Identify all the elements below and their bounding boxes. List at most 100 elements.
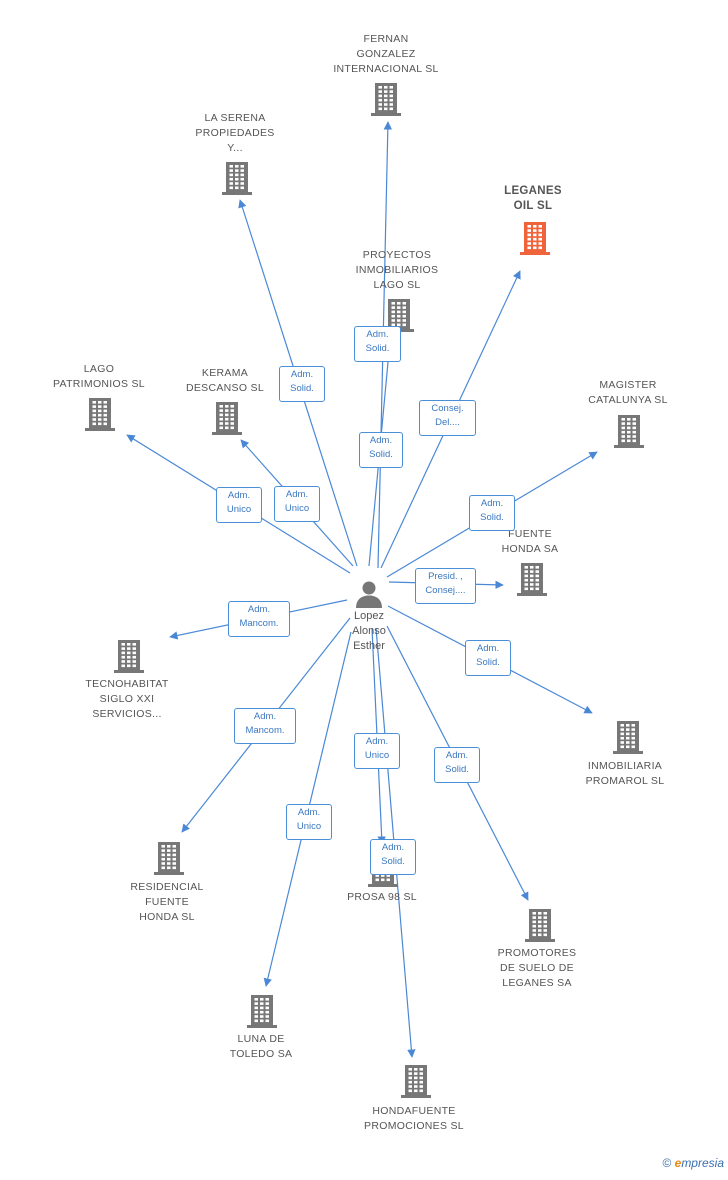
company-node-label-kerama[interactable]: KERAMA DESCANSO SL bbox=[160, 366, 290, 396]
company-node-icon-leganes[interactable] bbox=[519, 221, 551, 255]
company-node-icon-residencial[interactable] bbox=[153, 841, 185, 875]
edge-label-tecnohabitat[interactable]: Adm.Mancom. bbox=[228, 601, 290, 637]
edge-label-line: Solid. bbox=[445, 764, 469, 775]
building-icon bbox=[613, 721, 643, 754]
company-name-line: PROPIEDADES bbox=[195, 127, 275, 139]
building-icon bbox=[222, 162, 252, 195]
edge-label-laserena[interactable]: Adm.Solid. bbox=[279, 366, 325, 402]
building-icon bbox=[614, 415, 644, 448]
edge-label-hondafuente[interactable]: Adm.Solid. bbox=[370, 839, 416, 875]
company-name-line: INMOBILIARIA bbox=[587, 760, 663, 772]
edge-label-line: Unico bbox=[296, 821, 322, 832]
company-node-icon-hondafuente[interactable] bbox=[400, 1064, 432, 1098]
center-person-name-line: Alonso bbox=[352, 625, 386, 637]
company-node-icon-magister[interactable] bbox=[613, 414, 645, 448]
edge-label-line: Unico bbox=[226, 504, 252, 515]
edge-label-line: Solid. bbox=[381, 856, 405, 867]
company-node-icon-promarol[interactable] bbox=[612, 720, 644, 754]
edge-label-line: Adm. bbox=[247, 604, 271, 615]
company-name-line: GONZALEZ bbox=[356, 48, 416, 60]
building-icon bbox=[247, 995, 277, 1028]
edge-label-line: Adm. bbox=[476, 643, 500, 654]
company-node-label-prosa[interactable]: PROSA 98 SL bbox=[317, 890, 447, 905]
edge-label-proyectos[interactable]: Adm.Solid. bbox=[354, 326, 401, 362]
company-node-icon-promotores[interactable] bbox=[524, 908, 556, 942]
edge-label-line: Adm. bbox=[297, 807, 321, 818]
edge-label-kerama[interactable]: Adm.Unico bbox=[274, 486, 320, 522]
building-icon bbox=[85, 398, 115, 431]
empresia-brand[interactable]: © empresia bbox=[662, 1156, 724, 1170]
edge-label-residencial[interactable]: Adm. Mancom. bbox=[234, 708, 296, 744]
edge-label-line: Solid. bbox=[480, 512, 504, 523]
edge-label-line: Mancom. bbox=[245, 725, 285, 736]
building-icon bbox=[212, 402, 242, 435]
company-node-icon-fuentehonda[interactable] bbox=[516, 562, 548, 596]
building-icon bbox=[114, 640, 144, 673]
center-person-label: Lopez Alonso Esther bbox=[329, 609, 409, 654]
company-name-line: PROSA 98 SL bbox=[347, 891, 417, 903]
company-name-line: HONDA SL bbox=[139, 911, 195, 923]
company-node-icon-kerama[interactable] bbox=[211, 401, 243, 435]
edge-label-line: Adm. bbox=[480, 498, 504, 509]
edge-label-line: Del.... bbox=[435, 417, 460, 428]
building-icon bbox=[517, 563, 547, 596]
company-name-line: CATALUNYA SL bbox=[588, 394, 668, 406]
company-node-icon-luna[interactable] bbox=[246, 994, 278, 1028]
edge-label-lago[interactable]: Adm.Unico bbox=[216, 487, 262, 523]
edge-label-line: Adm. bbox=[366, 329, 389, 340]
company-node-icon-tecnohabitat[interactable] bbox=[113, 639, 145, 673]
edge-label-line: Solid. bbox=[290, 383, 314, 394]
center-person-node[interactable]: Lopez Alonso Esther bbox=[329, 579, 409, 654]
edge-label-leganes[interactable]: Consej.Del.... bbox=[419, 400, 476, 436]
company-name-line: DESCANSO SL bbox=[186, 382, 264, 394]
edge-label-luna[interactable]: Adm. Unico bbox=[286, 804, 332, 840]
company-name: KERAMA DESCANSO SL bbox=[160, 366, 290, 396]
company-name-line: SERVICIOS... bbox=[92, 708, 162, 720]
company-name-line: LAGO SL bbox=[373, 279, 421, 291]
edge-label-line: Presid. , bbox=[428, 571, 463, 582]
edge-label-magister[interactable]: Adm. Solid. bbox=[469, 495, 515, 531]
company-node-icon-fernan[interactable] bbox=[370, 82, 402, 116]
company-name-line: PROMOCIONES SL bbox=[364, 1120, 464, 1132]
edge-label-line: Adm. bbox=[253, 711, 277, 722]
person-icon bbox=[356, 581, 382, 608]
company-name-line: HONDA SA bbox=[501, 543, 559, 555]
building-icon bbox=[371, 83, 401, 116]
company-name-line: TECNOHABITAT bbox=[85, 678, 169, 690]
company-name-line: KERAMA bbox=[201, 367, 249, 379]
edge-label-prosa[interactable]: Adm.Unico bbox=[354, 733, 400, 769]
edge-label-promotores[interactable]: Adm.Solid. bbox=[434, 747, 480, 783]
company-node-icon-laserena[interactable] bbox=[221, 161, 253, 195]
edge-label-line: Adm. bbox=[365, 736, 389, 747]
edge-label-line: Adm. bbox=[369, 435, 393, 446]
company-node-icon-lago[interactable] bbox=[84, 397, 116, 431]
edge-label-fernan[interactable]: Adm.Solid. bbox=[359, 432, 403, 468]
edge-label-promarol[interactable]: Adm.Solid. bbox=[465, 640, 511, 676]
company-name-line: LA SERENA bbox=[204, 112, 266, 124]
brand-name: mpresia bbox=[681, 1156, 724, 1170]
edge-label-fuentehonda[interactable]: Presid. ,Consej.... bbox=[415, 568, 476, 604]
